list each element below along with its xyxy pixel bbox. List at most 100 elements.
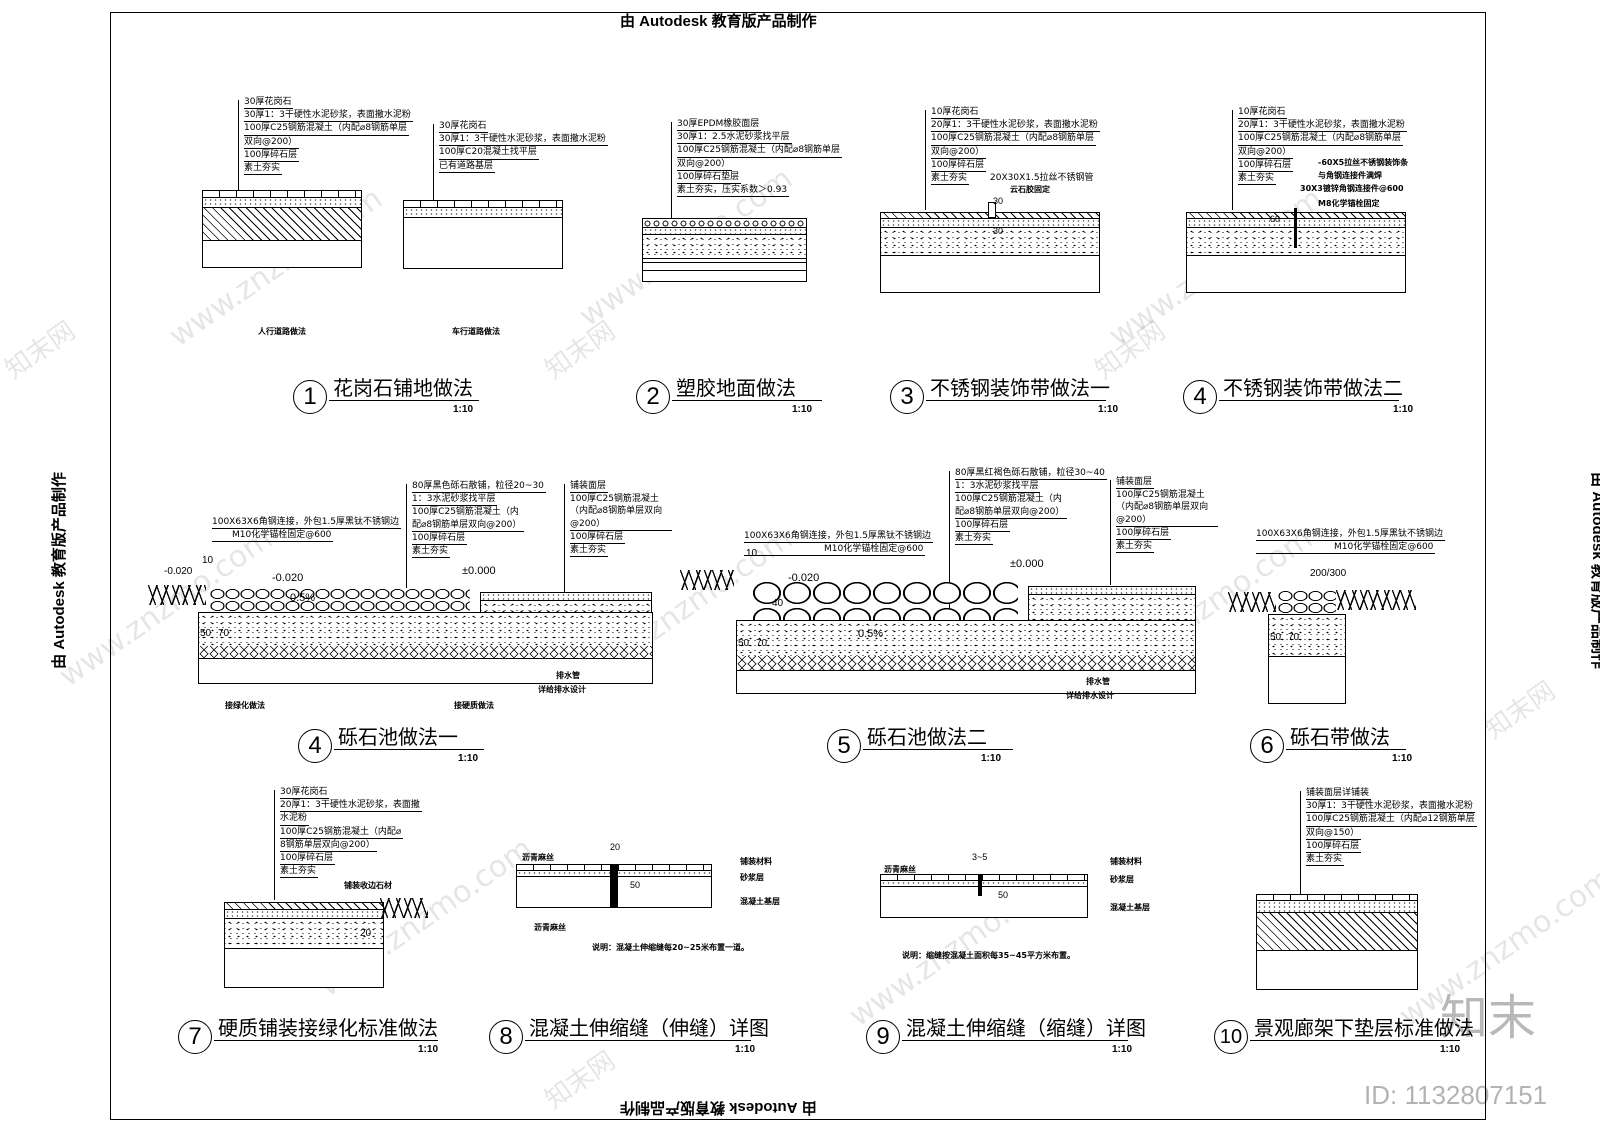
detail-10-dim-depth: 50 [998, 890, 1009, 900]
detail-4-scale: 1:10 [1393, 404, 1414, 415]
detail-3-dim-2: 30 [993, 226, 1004, 236]
detail-10-section [880, 874, 1088, 920]
detail-5-number: 4 [298, 729, 332, 763]
detail-6-dim-40: 40 [772, 598, 784, 609]
detail-11-number: 10 [1214, 1020, 1248, 1054]
detail-11-section [1256, 894, 1418, 994]
detail-6-callout-left: 100X63X6角钢连接，外包1.5厚黑钛不锈钢边 M10化学锚栓固定@600 [744, 530, 934, 557]
detail-7-pebbles [1278, 590, 1336, 614]
detail-5-slope: 0.5% [290, 592, 316, 604]
detail-9-label-right-2: 砂浆层 [740, 873, 764, 882]
detail-9-number: 8 [489, 1020, 523, 1054]
detail-8-callout: 30厚花岗石 20厚1：3干硬性水泥砂浆，表面撒 水泥粉 100厚C25钢筋混凝… [274, 786, 422, 900]
detail-1-number: 1 [293, 380, 327, 414]
detail-3-extra-1: 20X30X1.5拉丝不锈钢管 [990, 173, 1094, 183]
detail-9-label-right-3: 混凝土基层 [740, 897, 780, 906]
detail-6-note-2: 详给排水设计 [1066, 691, 1114, 700]
detail-5-level-2: ±0.000 [462, 565, 496, 577]
detail-7-section [1268, 614, 1346, 708]
detail-6-callout: 80厚黑红褐色砾石散铺，粒径30~40 1：3水泥砂浆找平层 100厚C25钢筋… [949, 467, 1107, 611]
detail-9-dim-gap: 20 [610, 842, 621, 852]
stamp-right: 由 Autodesk 教育版产品制作 [1588, 472, 1600, 669]
detail-4-dim: 60 [1270, 214, 1281, 224]
detail-7-scale: 1:10 [1392, 753, 1413, 764]
detail-9-label-left-1: 沥青麻丝 [522, 853, 554, 862]
detail-6-title: 5 砾石池做法二 1:10 [827, 725, 1017, 771]
detail-5-callout-right: 铺装面层 100厚C25钢筋混凝土（内配⌀8钢筋单层双向@200） 100厚碎石… [564, 480, 672, 594]
detail-5-title-text: 砾石池做法一 [338, 725, 458, 749]
watermark-brand: 知末网 [0, 315, 81, 386]
detail-6-section [736, 620, 1196, 708]
detail-5-scale: 1:10 [458, 753, 479, 764]
detail-10-dim-gap: 3~5 [972, 852, 988, 862]
detail-7-grass-right [1336, 590, 1416, 610]
detail-1-title: 1 花岗石铺地做法 1:10 [293, 376, 483, 422]
detail-1-scale: 1:10 [453, 404, 474, 415]
detail-8-extra: 铺装收边石材 [344, 881, 392, 890]
detail-8-dim: 20 [360, 928, 372, 939]
detail-2-section [642, 218, 807, 286]
detail-9-title-text: 混凝土伸缩缝（伸缝）详图 [529, 1016, 769, 1040]
watermark-brand: 知末网 [1479, 675, 1561, 746]
detail-5-dim-2: 70 [218, 628, 230, 639]
detail-2-title-text: 塑胶地面做法 [676, 376, 796, 400]
detail-6-grass [680, 570, 734, 590]
detail-3-extra-2: 云石胶固定 [1010, 185, 1050, 194]
detail-10-note: 说明：缩缝按混凝土面积每35~45平方米布置。 [902, 951, 1075, 960]
detail-8-section [224, 902, 384, 992]
detail-8-scale: 1:10 [418, 1044, 439, 1055]
detail-2-number: 2 [636, 380, 670, 414]
detail-1-callout-a: 30厚花岗石 30厚1：3干硬性水泥砂浆，表面撒水泥粉 100厚C25钢筋混凝土… [238, 96, 413, 210]
detail-9-label-right-1: 铺装材料 [740, 857, 772, 866]
detail-8-number: 7 [178, 1020, 212, 1054]
watermark-id: ID: 1132807151 [1364, 1080, 1548, 1110]
detail-10-title-text: 混凝土伸缩缝（缩缝）详图 [906, 1016, 1146, 1040]
detail-10-label-right-3: 混凝土基层 [1110, 903, 1150, 912]
detail-5-level-1: -0.020 [272, 572, 304, 584]
detail-10-label-right-1: 铺装材料 [1110, 857, 1142, 866]
detail-7-dim-2: 70 [1288, 632, 1300, 643]
detail-9-dim-depth: 50 [630, 880, 641, 890]
detail-3-scale: 1:10 [1098, 404, 1119, 415]
detail-7-dim-width: 200/300 [1310, 568, 1347, 579]
detail-11-scale: 1:10 [1440, 1044, 1461, 1055]
detail-7-title-text: 砾石带做法 [1290, 725, 1390, 749]
detail-4-title: 4 不锈钢装饰带做法二 1:10 [1183, 376, 1414, 422]
detail-1-callout-b: 30厚花岗石 30厚1：3干硬性水泥砂浆，表面撒水泥粉 100厚C20混凝土找平… [433, 120, 608, 210]
detail-5-note-1: 排水管 [556, 671, 580, 680]
detail-6-level-1: -0.020 [788, 572, 820, 584]
detail-6-level-2: ±0.000 [1010, 558, 1044, 570]
detail-9-label-left-2: 沥青麻丝 [534, 923, 566, 932]
detail-4-extra-3: 30X3镀锌角钢连接件@600 [1300, 184, 1404, 193]
detail-10-label-right-2: 砂浆层 [1110, 875, 1134, 884]
detail-2-scale: 1:10 [792, 404, 813, 415]
detail-6-pebbles [752, 580, 1018, 620]
detail-4-number: 4 [1183, 380, 1217, 414]
detail-6-dim-10: 10 [746, 548, 758, 559]
detail-10-scale: 1:10 [1112, 1044, 1133, 1055]
detail-3-number: 3 [890, 380, 924, 414]
stamp-bottom: 由 Autodesk 教育版产品制作 [620, 1099, 817, 1116]
detail-7-dim-1: 50 [1270, 632, 1282, 643]
detail-3-dim-1: 30 [993, 196, 1004, 206]
detail-3-section [880, 202, 1100, 296]
detail-4-title-text: 不锈钢装饰带做法二 [1223, 376, 1403, 400]
drawing-frame [110, 12, 1486, 1120]
detail-3-callout: 10厚花岗石 20厚1：3干硬性水泥砂浆，表面撒水泥粉 100厚C25钢筋混凝土… [925, 106, 1100, 210]
detail-6-callout-right: 铺装面层 100厚C25钢筋混凝土（内配⌀8钢筋单层双向@200） 100厚碎石… [1110, 476, 1218, 585]
detail-6-note-1: 排水管 [1086, 677, 1110, 686]
detail-1-title-text: 花岗石铺地做法 [333, 376, 473, 400]
detail-1-section-a [202, 190, 362, 270]
detail-1-sublabel-b: 车行道路做法 [452, 327, 500, 336]
detail-1-sublabel-a: 人行道路做法 [258, 327, 306, 336]
detail-6-slope: 0.5% [858, 628, 884, 640]
detail-6-dim-2: 70 [756, 638, 768, 649]
detail-11-title: 10 景观廊架下垫层标准做法 1:10 [1214, 1016, 1474, 1062]
detail-5-grass [148, 585, 206, 605]
detail-5-callout: 80厚黑色砾石散铺，粒径20~30 1：3水泥砂浆找平层 100厚C25钢筋混凝… [406, 480, 546, 619]
detail-7-callout-left: 100X63X6角钢连接，外包1.5厚黑钛不锈钢边 M10化学锚栓固定@600 [1256, 528, 1446, 555]
detail-5-dim-1: 50 [200, 628, 212, 639]
stamp-left: 由 Autodesk 教育版产品制作 [50, 472, 68, 669]
detail-6-number: 5 [827, 729, 861, 763]
